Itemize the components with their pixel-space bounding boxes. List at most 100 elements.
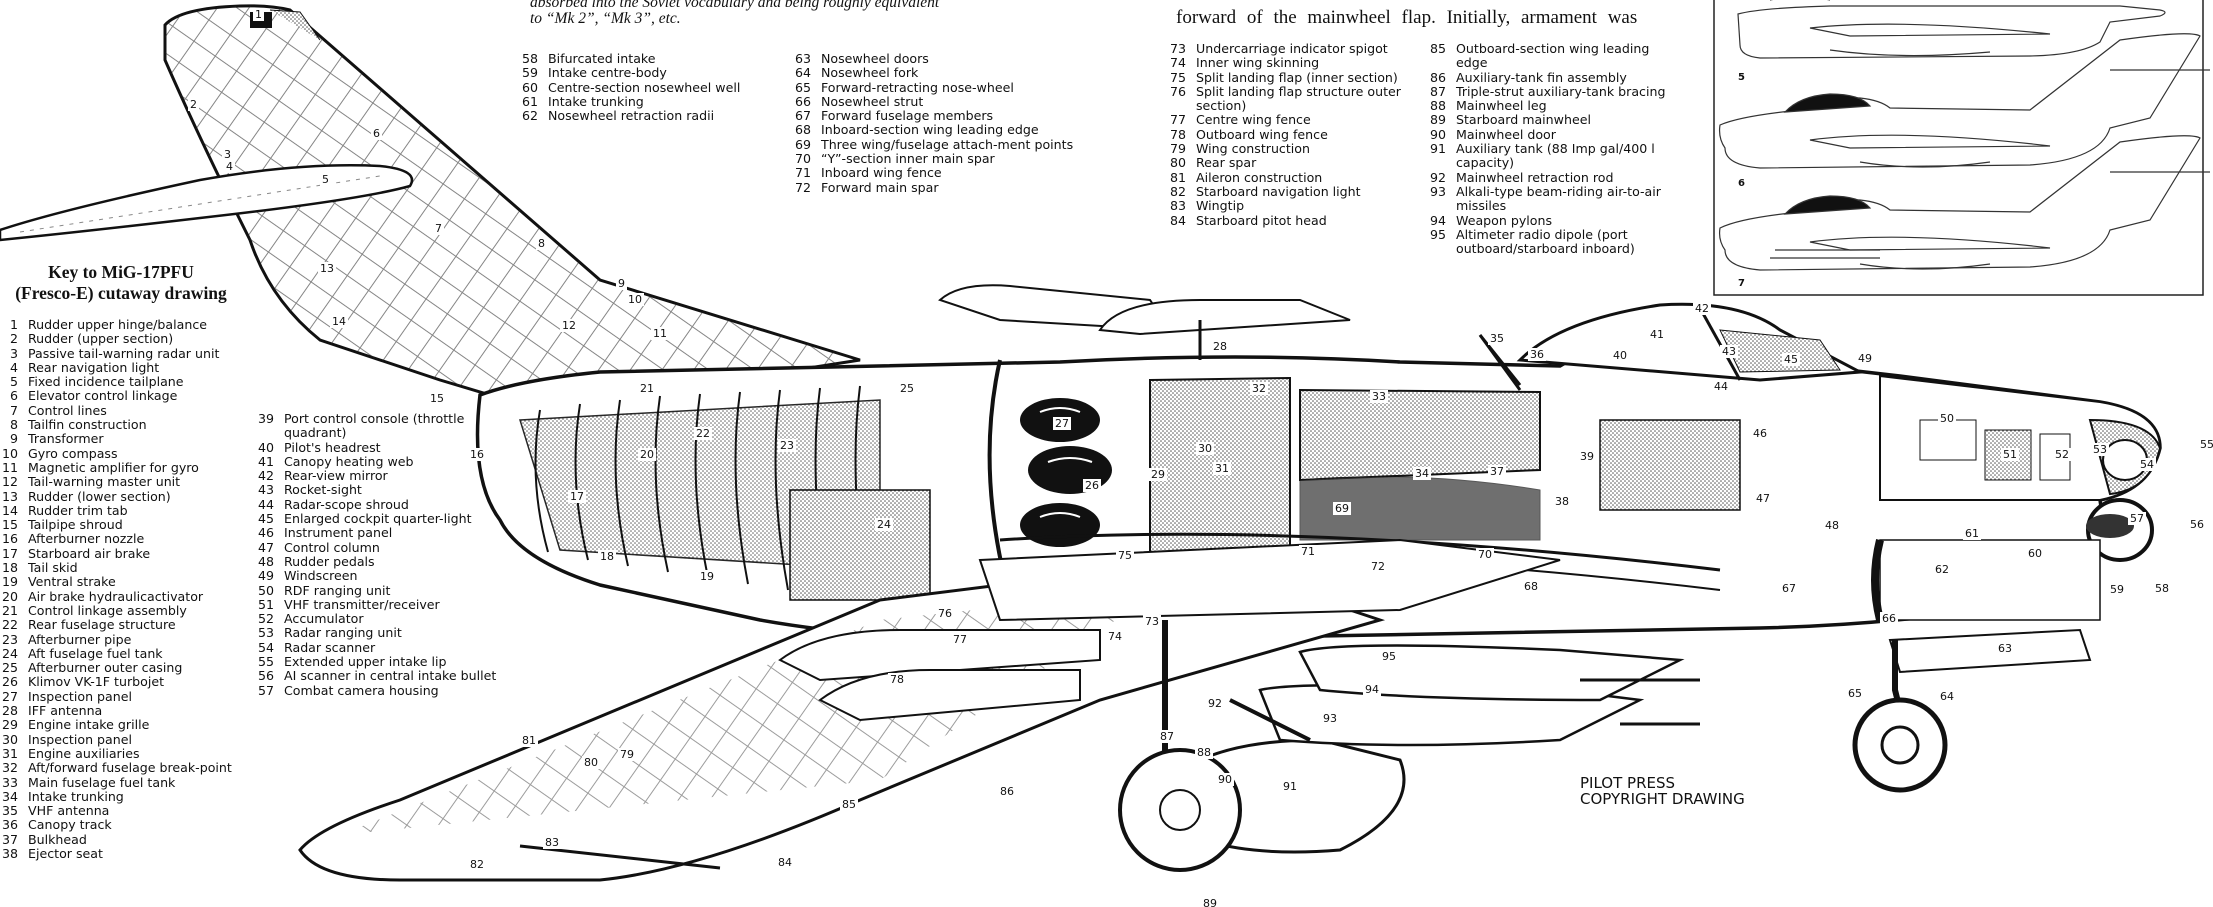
profile-7 bbox=[1718, 135, 2210, 271]
callout-number: 74 bbox=[1108, 630, 1122, 643]
legend-item-label: Mainwheel retraction rod bbox=[1456, 169, 1614, 185]
legend-item-number: 59 bbox=[521, 65, 538, 81]
legend-item-number: 38 bbox=[1, 845, 18, 861]
callout-background bbox=[1578, 450, 1596, 463]
cockpit bbox=[1478, 302, 1866, 511]
legend-item-label: Split landing flap (inner section) bbox=[1196, 69, 1398, 85]
legend-item-label: Nosewheel doors bbox=[821, 51, 929, 66]
legend-item-number: 67 bbox=[794, 108, 811, 124]
legend-item-label: Starboard air brake bbox=[28, 545, 151, 561]
legend-item-label: AI scanner in central intake bullet bbox=[284, 668, 497, 684]
legend-item-label: Rear fuselage structure bbox=[28, 617, 176, 633]
callout-number: 1 bbox=[255, 8, 262, 21]
callout-background bbox=[1201, 897, 1219, 907]
legend-item-number: 8 bbox=[9, 417, 18, 433]
legend-item-label: Rudder trim tab bbox=[28, 502, 128, 518]
legend-item-number: 2 bbox=[9, 331, 18, 347]
callout-number: 38 bbox=[1555, 495, 1569, 508]
callout-number: 78 bbox=[890, 673, 904, 686]
callout-number: 71 bbox=[1301, 545, 1315, 558]
callout-number: 33 bbox=[1372, 390, 1386, 403]
callout-number: 57 bbox=[2130, 512, 2144, 525]
callout-number: 54 bbox=[2140, 458, 2154, 471]
callout-background bbox=[560, 319, 578, 332]
legend-item: 70“Y”-section inner main spar bbox=[793, 151, 1093, 167]
legend-item-number: 65 bbox=[794, 79, 811, 95]
legend-item-number: 17 bbox=[1, 545, 18, 561]
legend-item-number: 44 bbox=[257, 496, 274, 512]
legend-item-number: 25 bbox=[1, 660, 18, 676]
legend-item-number: 35 bbox=[1, 803, 18, 819]
callout-number: 89 bbox=[1203, 897, 1217, 907]
callout-background bbox=[1780, 582, 1798, 595]
legend-item-number: 12 bbox=[1, 474, 18, 490]
key-title-line-2: (Fresco-E) cutaway drawing bbox=[15, 283, 227, 303]
legend-item-label: Engine intake grille bbox=[28, 717, 150, 733]
antennas bbox=[1198, 320, 1522, 386]
callout-number: 26 bbox=[1085, 479, 1099, 492]
legend-item-number: 70 bbox=[794, 151, 811, 167]
legend-item-label: Windscreen bbox=[284, 568, 358, 584]
callout-number: 17 bbox=[570, 490, 584, 503]
callout-background bbox=[2108, 583, 2126, 596]
callout-background bbox=[1213, 462, 1231, 475]
callout-background bbox=[536, 237, 547, 250]
callout-number: 43 bbox=[1722, 345, 1736, 358]
callout-number: 44 bbox=[1714, 380, 1728, 393]
legend-item-label: Aileron construction bbox=[1196, 169, 1323, 185]
legend-item-number: 23 bbox=[1, 631, 18, 647]
key-title: Key to MiG-17PFU (Fresco-E) cutaway draw… bbox=[8, 262, 234, 304]
legend-item-label: Tailpipe shroud bbox=[28, 517, 123, 533]
legend-item-number: 57 bbox=[257, 682, 274, 698]
callout-number: 41 bbox=[1650, 328, 1664, 341]
callout-number: 68 bbox=[1524, 580, 1538, 593]
callout-number: 27 bbox=[1055, 417, 1069, 430]
legend-item-number: 49 bbox=[257, 568, 274, 584]
legend-item-label: Rudder pedals bbox=[284, 553, 375, 569]
callout-background bbox=[568, 490, 586, 503]
legend-item-number: 73 bbox=[1169, 41, 1186, 56]
callout-number: 62 bbox=[1935, 563, 1949, 576]
legend-item-number: 63 bbox=[794, 51, 811, 66]
callout-number: 64 bbox=[1940, 690, 1954, 703]
legend-item-label: Three wing/fuselage attach-ment points bbox=[821, 136, 1074, 152]
callout-number: 95 bbox=[1382, 650, 1396, 663]
legend-item-label: Inboard-section wing leading edge bbox=[821, 122, 1039, 138]
callout-background bbox=[318, 262, 336, 275]
callout-number: 9 bbox=[618, 277, 625, 290]
legend-item-label: VHF transmitter/receiver bbox=[284, 596, 440, 612]
legend-item-number: 75 bbox=[1169, 69, 1186, 85]
callout-number: 91 bbox=[1283, 780, 1297, 793]
legend-item-label: Tail skid bbox=[28, 560, 78, 576]
legend-item-number: 31 bbox=[1, 745, 18, 761]
callout-number: 30 bbox=[1198, 442, 1212, 455]
callout-number: 65 bbox=[1848, 687, 1862, 700]
callout-background bbox=[2138, 458, 2156, 471]
callout-number: 13 bbox=[320, 262, 334, 275]
legend-item-number: 78 bbox=[1169, 126, 1186, 142]
legend-item-label: Rear navigation light bbox=[28, 359, 160, 375]
profile-label-6: 6 bbox=[1738, 178, 1745, 189]
legend-item-number: 62 bbox=[521, 108, 538, 124]
legend-item-number: 69 bbox=[794, 136, 811, 152]
legend-item-label: Nosewheel strut bbox=[821, 93, 924, 109]
